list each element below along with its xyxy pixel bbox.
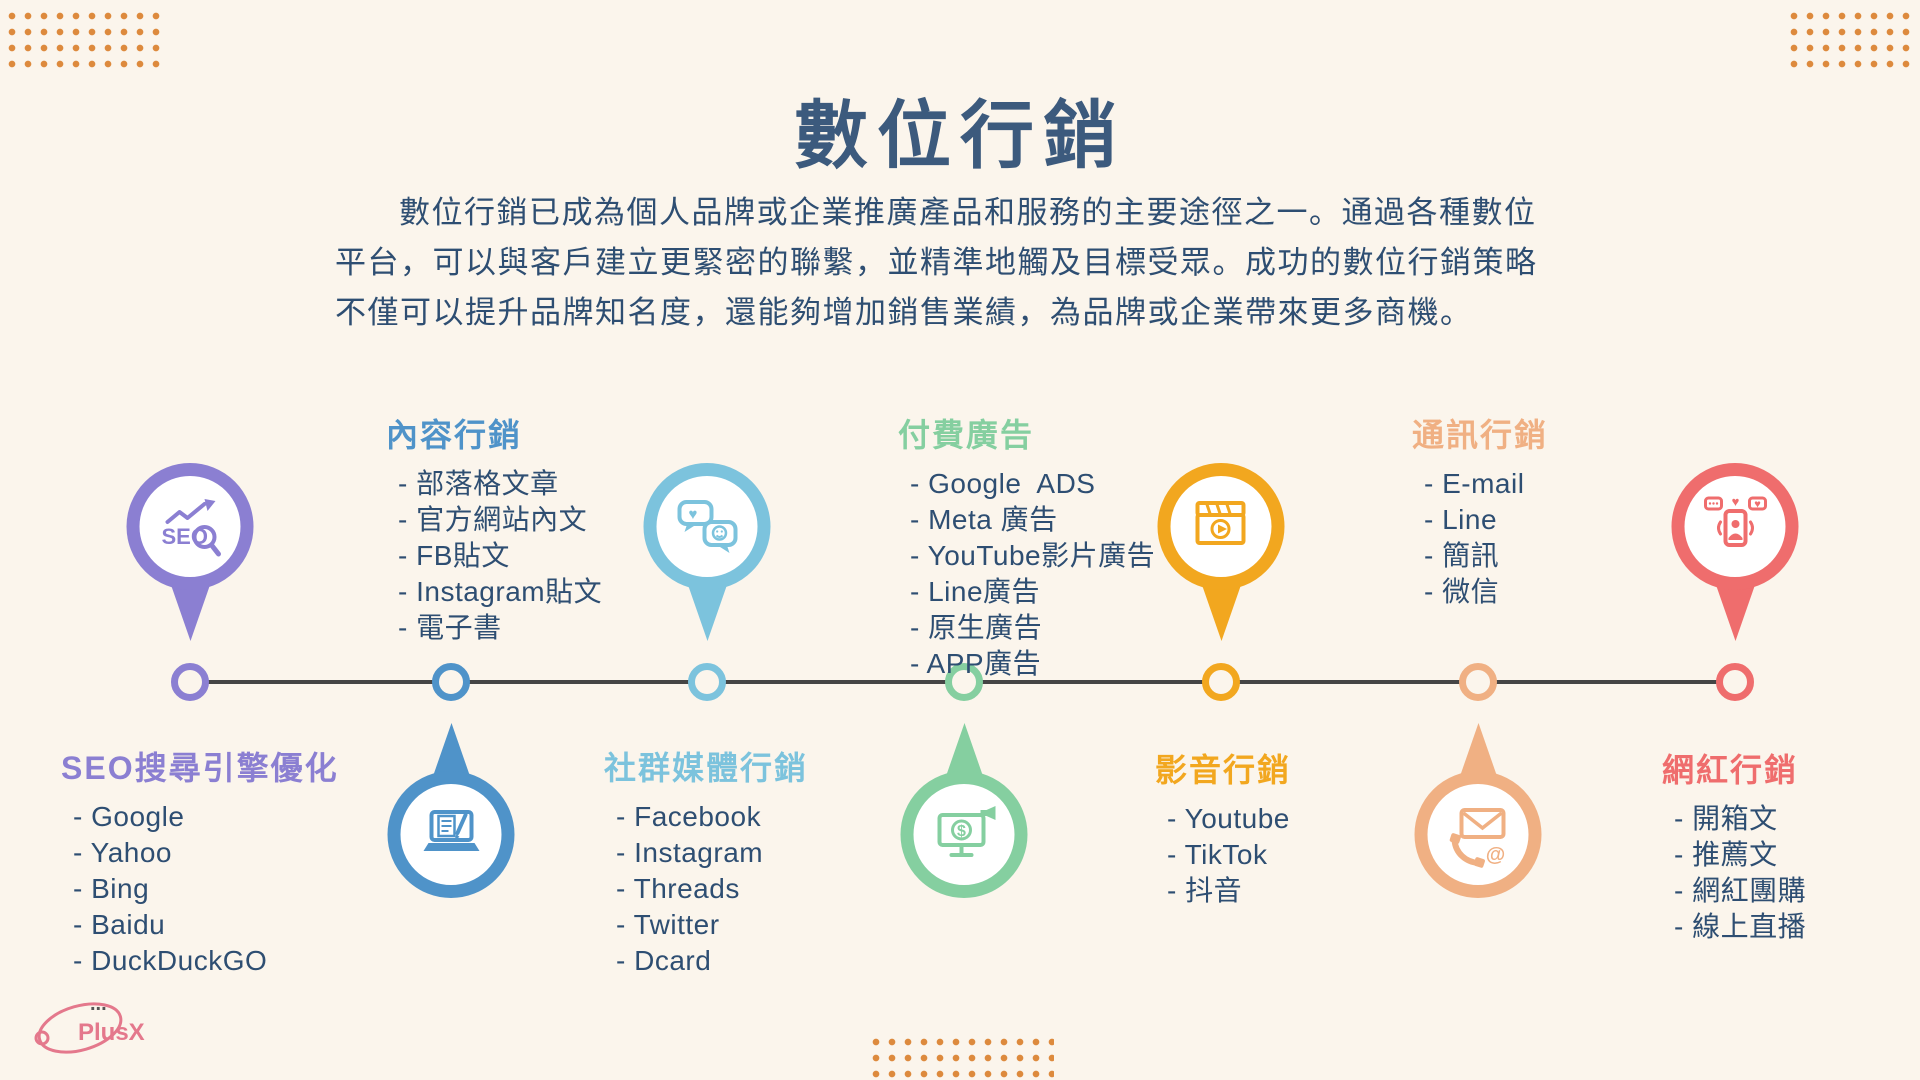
list-item: - 推薦文 [1674, 839, 1778, 870]
list-item: - Meta 廣告 [910, 504, 1058, 535]
list-item: - 開箱文 [1674, 803, 1778, 834]
list-item: - 電子書 [398, 612, 502, 643]
timeline-node-social [688, 663, 726, 701]
category-ads: 付費廣告 - Google ADS- Meta 廣告- YouTube影片廣告-… [898, 410, 1155, 682]
list-item: - Yahoo [73, 837, 172, 868]
timeline-node-content [432, 663, 470, 701]
intro-paragraph: 數位行銷已成為個人品牌或企業推廣產品和服務的主要途徑之一。通過各種數位 平台，可… [335, 188, 1605, 338]
pin-influencer: ♥ ♥ [1671, 463, 1799, 641]
pin-circle [1157, 463, 1285, 590]
category-messaging: 通訊行銷 - E-mail - Line - 簡訊 - 微信 [1412, 410, 1548, 610]
list-item: - Google [73, 801, 185, 832]
list-item: - Instagram [616, 837, 764, 868]
chat-bubbles-icon: ♥ [674, 494, 740, 560]
list-item: - YouTube影片廣告 [910, 540, 1156, 571]
timeline-node-ads [945, 663, 983, 701]
category-label: 影音行銷 [1155, 752, 1292, 788]
category-label: SEO搜尋引擎優化 [61, 750, 339, 786]
list-item: - Instagram貼文 [398, 576, 603, 607]
dot-grid-decoration-top-right [1786, 8, 1916, 76]
pin-ads: $ [900, 723, 1028, 898]
timeline-node-influencer [1716, 663, 1754, 701]
list-item: - 原生廣告 [910, 612, 1043, 643]
category-content: 內容行銷 - 部落格文章- 官方網站內文- FB貼文- Instagram貼文-… [386, 410, 602, 646]
category-item-list: - Youtube - TikTok - 抖音 [1167, 801, 1291, 909]
list-item: - Bing [73, 873, 150, 904]
list-item: - Line [1424, 504, 1498, 535]
category-label: 付費廣告 [898, 417, 1035, 453]
dot-grid-decoration-top-left [4, 8, 166, 76]
dot-grid-decoration-bottom-center [868, 1034, 1054, 1078]
list-item: - 官方網站內文 [398, 504, 588, 535]
list-item: - Threads [616, 873, 740, 904]
pin-content [387, 723, 515, 898]
ad-monitor-icon: $ [931, 802, 997, 868]
category-item-list: - 開箱文 - 推薦文 - 網紅團購 - 線上直播 [1674, 801, 1806, 945]
intro-line: 數位行銷已成為個人品牌或企業推廣產品和服務的主要途徑之一。通過各種數位 [399, 195, 1537, 230]
list-item: - Youtube [1167, 803, 1290, 834]
category-item-list: - Google ADS - Meta 廣告 - YouTube影片廣告 - Line… [910, 466, 1155, 682]
intro-line: 平台，可以與客戶建立更緊密的聯繫，並精準地觸及目標受眾。成功的數位行銷策略 [335, 245, 1538, 280]
svg-text:♥: ♥ [688, 506, 697, 523]
pin-social: ♥ [643, 463, 771, 641]
laptop-writing-icon [418, 802, 484, 868]
logo-dots: ... [90, 993, 107, 1015]
pin-circle: @ [1414, 771, 1542, 898]
list-item: - 微信 [1424, 576, 1500, 607]
svg-text:♥: ♥ [1731, 494, 1739, 509]
pin-circle [387, 771, 515, 898]
pin-video [1157, 463, 1285, 641]
list-item: - Line廣告 [910, 576, 1041, 607]
category-item-list: - E-mail - Line - 簡訊 - 微信 [1424, 466, 1548, 610]
mail-phone-icon: @ [1445, 802, 1511, 868]
category-label: 內容行銷 [386, 417, 523, 453]
list-item: - FB貼文 [398, 540, 510, 571]
list-item: - 部落格文章 [398, 468, 559, 499]
pin-circle: $ [900, 771, 1028, 898]
seo-magnifier-icon: SEO [157, 494, 223, 560]
category-influencer: 網紅行銷 - 開箱文 - 推薦文 - 網紅團購 - 線上直播 [1662, 745, 1806, 945]
list-item: - E-mail [1424, 468, 1525, 499]
category-social: 社群媒體行銷 - Facebook - Instagram - Threads - T… [604, 743, 808, 979]
video-clapper-icon [1188, 494, 1254, 560]
list-item: - 簡訊 [1424, 540, 1500, 571]
timeline-node-messaging [1459, 663, 1497, 701]
svg-text:@: @ [1485, 844, 1505, 866]
list-item: - Dcard [616, 945, 712, 976]
list-item: - APP廣告 [910, 648, 1042, 679]
pin-messaging: @ [1414, 723, 1542, 898]
list-item: - DuckDuckGO [73, 945, 268, 976]
pin-seo: SEO [126, 463, 254, 641]
list-item: - Google ADS [910, 468, 1096, 499]
pin-circle: ♥ [643, 463, 771, 590]
category-label: 通訊行銷 [1412, 417, 1549, 453]
list-item: - 網紅團購 [1674, 875, 1807, 906]
list-item: - Baidu [73, 909, 166, 940]
timeline-node-seo [171, 663, 209, 701]
category-seo: SEO搜尋引擎優化 - Google- Yahoo- Bing- Baidu- … [61, 743, 339, 979]
list-item: - 抖音 [1167, 875, 1243, 906]
intro-line: 不僅可以提升品牌知名度，還能夠增加銷售業績，為品牌或企業帶來更多商機。 [335, 295, 1473, 330]
plusx-logo: ... PlusX [28, 980, 188, 1066]
svg-text:♥: ♥ [1754, 498, 1761, 510]
category-item-list: - Google - Yahoo - Bing - Baidu - DuckDuckGO [73, 799, 339, 979]
list-item: - Facebook [616, 801, 762, 832]
category-label: 網紅行銷 [1662, 752, 1799, 788]
category-item-list: - Facebook - Instagram - Threads - Twitter -… [616, 799, 808, 979]
category-video: 影音行銷 - Youtube - TikTok - 抖音 [1155, 745, 1291, 909]
svg-text:$: $ [957, 823, 966, 840]
category-item-list: - 部落格文章 - 官方網站內文 - FB貼文 - Instagram貼文 - 電子書 [398, 466, 602, 646]
pin-circle: ♥ ♥ [1671, 463, 1799, 590]
pin-circle: SEO [126, 463, 254, 590]
list-item: - TikTok [1167, 839, 1268, 870]
page-title: 數位行銷 [794, 93, 1126, 179]
influencer-phone-icon: ♥ ♥ [1702, 494, 1768, 560]
category-label: 社群媒體行銷 [604, 750, 809, 786]
list-item: - Twitter [616, 909, 720, 940]
timeline-node-video [1202, 663, 1240, 701]
list-item: - 線上直播 [1674, 911, 1807, 942]
logo-text: PlusX [78, 1019, 145, 1046]
